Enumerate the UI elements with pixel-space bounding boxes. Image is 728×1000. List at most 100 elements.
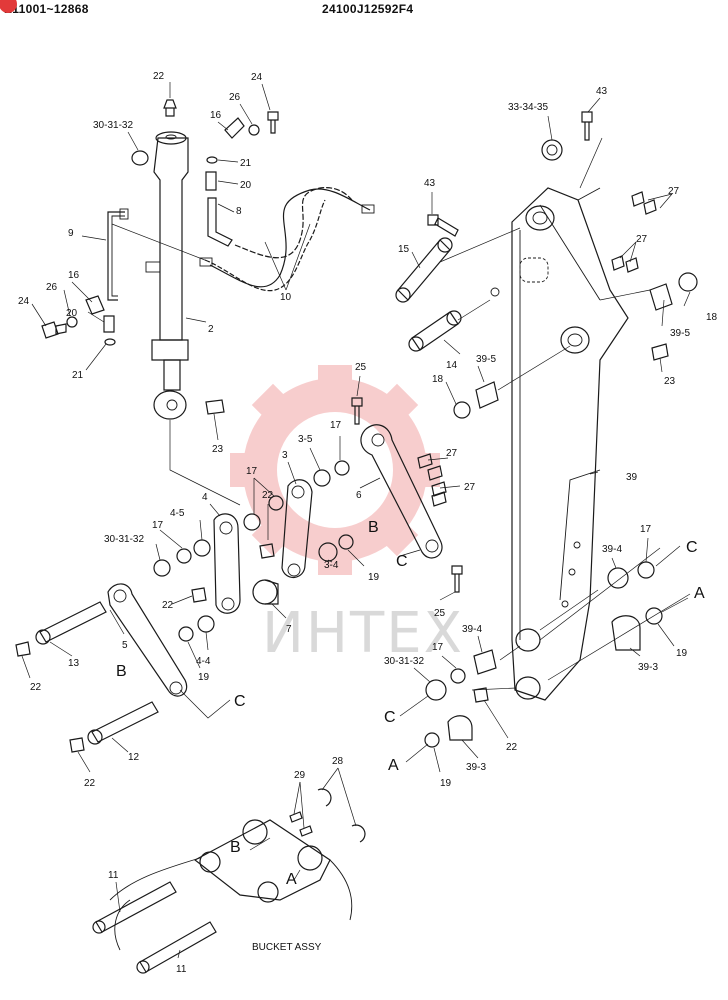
label-17-lower: 17 xyxy=(432,642,444,653)
part-labels: 22 30-31-32 16 26 24 21 20 8 9 16 26 24 … xyxy=(18,71,718,975)
pin-13 xyxy=(35,601,107,645)
ref-c-lower: C xyxy=(384,709,396,726)
label-19-link3: 19 xyxy=(368,572,380,583)
ref-b-link5: B xyxy=(116,663,127,680)
pins-29 xyxy=(289,811,313,837)
label-23-left: 23 xyxy=(212,444,224,455)
seal-17-lower xyxy=(450,668,466,684)
grease-nipple-22-lower xyxy=(473,687,489,703)
grease-nipple-23-left xyxy=(205,399,225,415)
label-22-cluster: 22 xyxy=(262,490,274,501)
label-19-link4: 19 xyxy=(198,672,210,683)
label-39: 39 xyxy=(626,472,638,483)
label-30-31-32-mid: 30-31-32 xyxy=(104,534,144,545)
serial-range: E11001~12868 xyxy=(4,2,89,16)
seal-19-lower xyxy=(424,732,440,748)
label-4-5: 4-5 xyxy=(170,508,185,519)
reference-letters: B C C A B C C A B A xyxy=(116,519,705,888)
label-7: 7 xyxy=(286,624,292,635)
label-15: 15 xyxy=(398,244,410,255)
label-39-4-left: 39-4 xyxy=(462,624,482,635)
label-27-upper: 27 xyxy=(636,234,648,245)
label-43-left: 43 xyxy=(424,178,436,189)
watermark-text: ИНТЕХ xyxy=(262,601,464,666)
label-20-top: 20 xyxy=(240,180,252,191)
pin-7 xyxy=(252,579,279,605)
bushing-39-5-left xyxy=(475,381,499,409)
ref-c-link6: C xyxy=(396,553,408,570)
grease-nipple-22-pin13 xyxy=(15,641,31,657)
bolt-43-left xyxy=(427,214,459,237)
label-14: 14 xyxy=(446,360,458,371)
bushing-39-3-left xyxy=(447,715,473,741)
label-24-left: 24 xyxy=(18,296,30,307)
label-28: 28 xyxy=(332,756,344,767)
pin-14 xyxy=(408,310,462,352)
bolt-25-bottom xyxy=(451,565,463,593)
pin-12 xyxy=(87,701,159,745)
label-4: 4 xyxy=(202,492,208,503)
drawing-number: 24100J12592F4 xyxy=(322,2,414,16)
shim-33-34-35 xyxy=(541,139,563,161)
label-17-link4: 17 xyxy=(152,520,164,531)
clamp-16-left xyxy=(85,295,105,315)
link-4 xyxy=(213,513,241,614)
label-39-5-left: 39-5 xyxy=(476,354,496,365)
bushing-39-4-left xyxy=(473,649,497,675)
label-24-top: 24 xyxy=(251,72,263,83)
label-18-left: 18 xyxy=(432,374,444,385)
label-19-lower: 19 xyxy=(440,778,452,789)
arm-39 xyxy=(490,187,629,701)
bolt-24-left xyxy=(41,321,67,339)
seal-17-right xyxy=(637,561,655,579)
link-3 xyxy=(281,479,313,578)
label-23-right: 23 xyxy=(664,376,676,387)
bucket-assy xyxy=(92,788,366,974)
label-27-low: 27 xyxy=(464,482,476,493)
tube-8 xyxy=(207,197,233,247)
ring-28-top xyxy=(317,788,332,807)
bushing-39-4-right xyxy=(607,567,629,589)
grease-nipple-22-pin12 xyxy=(69,737,85,753)
seal-17-link3 xyxy=(334,460,350,476)
oring-21-top xyxy=(206,156,218,164)
label-25-bottom: 25 xyxy=(434,608,446,619)
seal-19-link4 xyxy=(178,626,194,642)
label-3-4: 3-4 xyxy=(324,560,339,571)
clamp-16-top xyxy=(224,117,245,139)
grease-nipple-22-link4 xyxy=(191,587,207,603)
label-13: 13 xyxy=(68,658,80,669)
ref-c-link5: C xyxy=(234,693,246,710)
screws-27-top xyxy=(631,191,657,215)
bushing-3-5 xyxy=(313,469,331,487)
label-3-5: 3-5 xyxy=(298,434,313,445)
seal-19-right xyxy=(645,607,663,625)
label-22-pin13: 22 xyxy=(30,682,42,693)
label-30-31-32-top: 30-31-32 xyxy=(93,120,133,131)
label-27-mid: 27 xyxy=(446,448,458,459)
seal-18-right xyxy=(678,272,698,292)
label-39-5-right: 39-5 xyxy=(670,328,690,339)
pin-15 xyxy=(395,237,453,303)
seal-19-link3 xyxy=(338,534,354,550)
adapter-20-left xyxy=(103,315,115,333)
label-16-left: 16 xyxy=(68,270,80,281)
label-22-lower: 22 xyxy=(506,742,518,753)
label-22-top: 22 xyxy=(153,71,165,82)
grease-nipple-22-mid xyxy=(259,543,275,559)
label-22-pin12: 22 xyxy=(84,778,96,789)
label-11-bottom: 11 xyxy=(176,964,187,975)
pipe-9 xyxy=(107,211,125,301)
label-9: 9 xyxy=(68,228,74,239)
grease-nipple-23-right xyxy=(651,343,669,361)
label-17-link3: 17 xyxy=(330,420,342,431)
label-43-right: 43 xyxy=(596,86,608,97)
grease-nipple-22-top xyxy=(163,99,177,117)
nuts-27-top xyxy=(611,255,639,273)
ref-a-lower: A xyxy=(388,757,399,774)
label-3: 3 xyxy=(282,450,288,461)
leader-lines xyxy=(21,82,691,959)
bushing-39-3-right xyxy=(611,615,641,651)
label-20-left: 20 xyxy=(66,308,78,319)
